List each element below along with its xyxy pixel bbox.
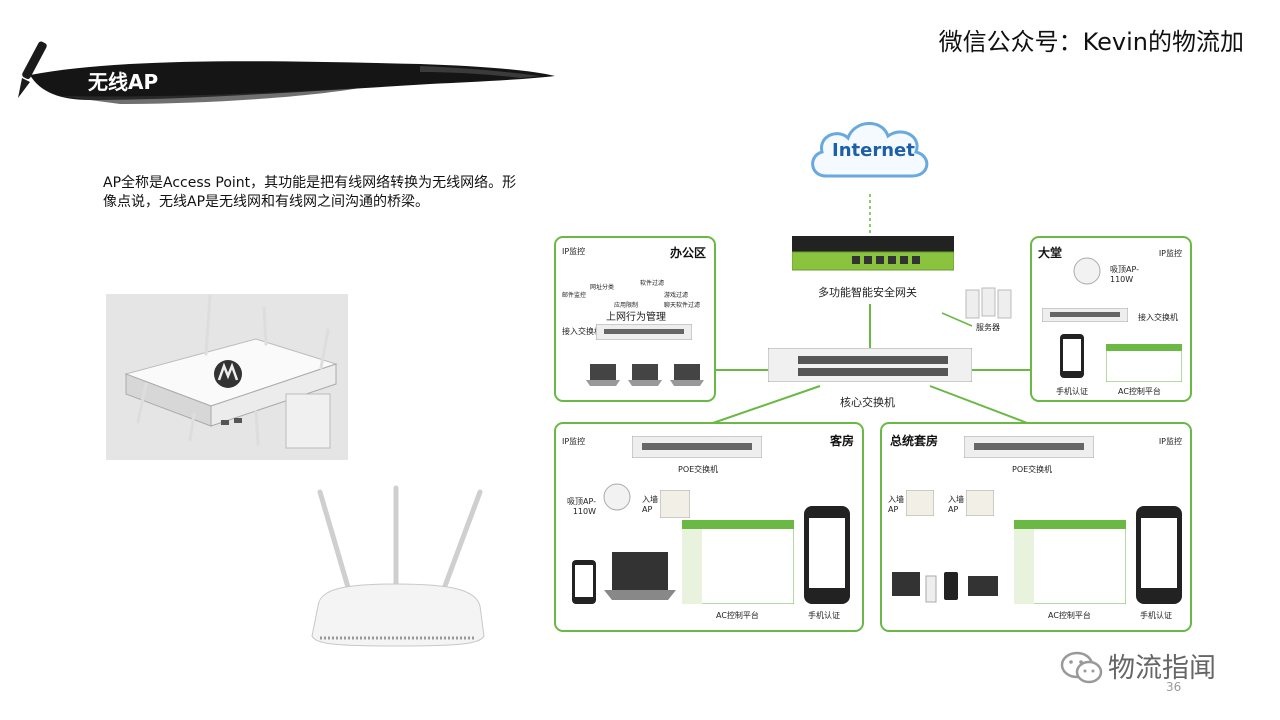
core-switch-icon xyxy=(768,348,972,382)
lobby-phone-auth: 手机认证 xyxy=(1056,387,1088,396)
guest-ceiling-ap: 吸顶AP-110W xyxy=(566,497,596,516)
suite-poe-switch: POE交换机 xyxy=(1012,465,1053,474)
wechat-account-header: 微信公众号：Kevin的物流加 xyxy=(938,28,1244,56)
lobby-ac-platform: AC控制平台 xyxy=(1118,387,1161,396)
internet-label: Internet xyxy=(832,140,915,161)
ink-brush-banner xyxy=(18,41,555,104)
guest-wall-ap-icon xyxy=(660,490,690,518)
zone-office-title: 办公区 xyxy=(669,246,706,260)
network-diagram: Internet 多功能智能安全网关 服务器 核心交换机 办公区 IP监控 邮件… xyxy=(540,108,1210,638)
office-icon-software: 软件过滤 xyxy=(640,280,665,287)
suite-wall-ap-1: 入墙AP xyxy=(888,495,904,514)
gateway-label: 多功能智能安全网关 xyxy=(818,286,917,299)
footer-brand: 物流指闻 xyxy=(1108,653,1216,684)
lobby-switch-icon xyxy=(1042,308,1128,322)
suite-devices-icon xyxy=(892,572,998,603)
guest-ac-platform: AC控制平台 xyxy=(716,611,759,620)
suite-phone-auth: 手机认证 xyxy=(1140,611,1172,620)
lobby-ceiling-ap: 吸顶AP-110W xyxy=(1110,265,1140,284)
office-icon-chat: 聊天软件过滤 xyxy=(664,302,701,309)
office-behavior-mgmt: 上网行为管理 xyxy=(606,312,666,323)
guest-phone-auth-icon xyxy=(804,506,850,604)
guest-ip-camera: IP监控 xyxy=(562,437,586,446)
guest-ac-platform-screen xyxy=(682,520,794,604)
internet-cloud-icon xyxy=(811,122,929,178)
zone-office: 办公区 IP监控 邮件监控 网址分类 应用限制 软件过滤 游戏过滤 聊天软件过滤… xyxy=(554,236,716,402)
office-access-switch: 接入交换机 xyxy=(562,327,602,336)
guest-wall-ap: 入墙AP xyxy=(642,495,658,514)
zone-lobby-title: 大堂 xyxy=(1038,246,1063,260)
office-icon-mail: 邮件监控 xyxy=(562,292,587,299)
guest-ceiling-ap-icon xyxy=(603,483,631,511)
phone-icon xyxy=(1060,334,1084,378)
brush-pen-icon xyxy=(18,41,47,98)
lobby-access-switch: 接入交换机 xyxy=(1138,313,1178,322)
server-icon xyxy=(965,287,1012,319)
access-point-photo-1 xyxy=(106,294,348,460)
office-icon-app: 应用限制 xyxy=(614,302,639,309)
wechat-icon xyxy=(1060,651,1103,684)
guest-phone-icon xyxy=(572,560,596,604)
guest-laptop-icon xyxy=(604,552,676,600)
office-switch-icon xyxy=(596,324,692,340)
server-label: 服务器 xyxy=(976,323,1000,332)
office-ip-camera: IP监控 xyxy=(562,247,586,256)
ceiling-ap-icon xyxy=(1073,257,1101,285)
guest-poe-switch-icon xyxy=(632,436,762,458)
page-number: 36 xyxy=(1166,680,1182,694)
suite-ip-camera: IP监控 xyxy=(1158,437,1182,446)
suite-phone-auth-icon xyxy=(1136,506,1182,604)
suite-poe-switch-icon xyxy=(964,436,1094,458)
core-switch-label: 核心交换机 xyxy=(840,396,895,409)
suite-wall-ap-2: 入墙AP xyxy=(948,495,964,514)
guest-poe-switch: POE交换机 xyxy=(678,465,719,474)
office-icon-game: 游戏过滤 xyxy=(664,292,689,299)
office-icon-url: 网址分类 xyxy=(590,284,615,291)
guest-phone-auth: 手机认证 xyxy=(808,611,840,620)
ac-platform-screen xyxy=(1106,344,1182,382)
zone-guest-room-title: 客房 xyxy=(829,434,854,448)
zone-suite: 总统套房 IP监控 POE交换机 入墙AP 入墙AP AC控制平台 手机认证 xyxy=(880,422,1192,632)
security-gateway-icon xyxy=(792,236,954,271)
description-text: AP全称是Access Point，其功能是把有线网络转换为无线网络。形像点说，… xyxy=(103,175,517,210)
zone-suite-title: 总统套房 xyxy=(890,434,939,448)
zone-guest-room: 客房 IP监控 POE交换机 吸顶AP-110W 入墙AP AC控制平台 手机认… xyxy=(554,422,864,632)
laptop-icon xyxy=(586,364,704,386)
suite-wall-ap-2-icon xyxy=(966,490,994,516)
suite-ac-platform-screen xyxy=(1014,520,1126,604)
slide-title: 无线AP xyxy=(88,70,159,94)
suite-ac-platform: AC控制平台 xyxy=(1048,611,1091,620)
zone-lobby: 大堂 IP监控 吸顶AP-110W 接入交换机 手机认证 AC控制平台 xyxy=(1030,236,1192,402)
access-point-photo-2 xyxy=(311,485,485,647)
suite-wall-ap-1-icon xyxy=(906,490,934,516)
lobby-ip-camera: IP监控 xyxy=(1158,249,1182,258)
